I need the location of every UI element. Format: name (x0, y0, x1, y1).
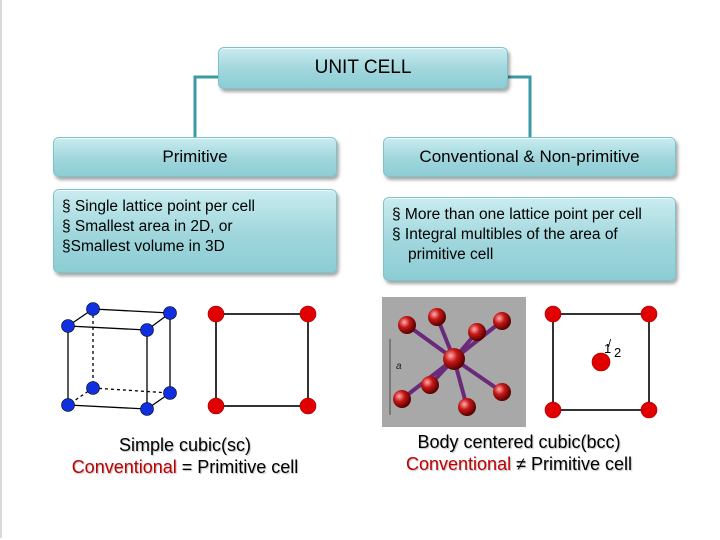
primitive-heading: Primitive (162, 147, 228, 166)
primitive-heading-box: Primitive (53, 137, 337, 177)
bcc-atom (468, 323, 486, 341)
bcc-axis-label: a (396, 361, 402, 372)
sc-atom (140, 323, 154, 337)
sc-caption-line1: Simple cubic(sc) (118, 435, 252, 455)
sc-atom (61, 398, 75, 412)
primitive-bullet-3: §Smallest volume in 3D (62, 238, 225, 255)
sc-atom (86, 302, 100, 316)
primitive-bullets: § Single lattice point per cell § Smalle… (53, 189, 337, 273)
conventional-bullet-3: primitive cell (408, 246, 494, 263)
sc-conventional: Conventional (71, 457, 177, 477)
sc2d-atom (207, 305, 225, 323)
sc-2d-square (207, 305, 317, 415)
bcc-caption-line1: Body centered cubic(bcc) (417, 432, 621, 452)
conventional-heading: Conventional & Non-primitive (419, 147, 640, 166)
sc-atom (86, 381, 100, 395)
bcc-not-equal-primitive: ≠ Primitive cell (511, 454, 632, 474)
sc2d-atom (299, 397, 317, 415)
sc-caption-line2: Conventional = Primitive cell (40, 456, 330, 478)
bcc-2d-square: 1 / 2 (544, 305, 658, 419)
bcc-center-atom (443, 348, 465, 370)
sc2d-atom (207, 397, 225, 415)
sc-atom (163, 306, 177, 320)
sc-atom (61, 319, 75, 333)
sc-atom (163, 386, 177, 400)
bcc-atom (421, 376, 439, 394)
sc-atom (140, 402, 154, 416)
primitive-bullet-1: § Single lattice point per cell (62, 198, 256, 215)
bcc-atom (398, 316, 416, 334)
bcc2d-atom (544, 401, 562, 419)
bcc-fraction-num: 1 (604, 341, 611, 356)
bcc-3d-model: a (382, 297, 526, 427)
sc-equals-primitive: = Primitive cell (176, 457, 299, 477)
bcc-atom (428, 308, 446, 326)
conventional-bullets: § More than one lattice point per cell §… (383, 197, 676, 281)
bcc-atom (458, 398, 476, 416)
bcc-caption-line2: Conventional ≠ Primitive cell (374, 453, 664, 475)
bcc-caption: Body centered cubic(bcc) Conventional ≠ … (374, 431, 664, 475)
bcc-conventional: Conventional (406, 454, 512, 474)
svg-text:/: / (608, 338, 612, 350)
bcc2d-atom (640, 401, 658, 419)
conventional-bullet-1: § More than one lattice point per cell (392, 206, 642, 223)
sc-3d-cube (61, 302, 177, 416)
bcc2d-center-atom (591, 352, 611, 372)
primitive-bullet-2: § Smallest area in 2D, or (62, 218, 233, 235)
bcc-fraction-den: 2 (614, 345, 621, 360)
bcc-atom (493, 383, 511, 401)
sc-caption: Simple cubic(sc) Conventional = Primitiv… (40, 434, 330, 478)
unit-cell-title-box: UNIT CELL (218, 47, 508, 89)
conventional-bullet-2: § Integral multibles of the area of (392, 226, 618, 243)
bcc2d-atom (640, 305, 658, 323)
bcc-atom (393, 390, 411, 408)
bcc-atom (493, 312, 511, 330)
sc2d-atom (299, 305, 317, 323)
unit-cell-title: UNIT CELL (314, 57, 412, 78)
conventional-heading-box: Conventional & Non-primitive (383, 137, 676, 177)
bcc2d-atom (544, 305, 562, 323)
